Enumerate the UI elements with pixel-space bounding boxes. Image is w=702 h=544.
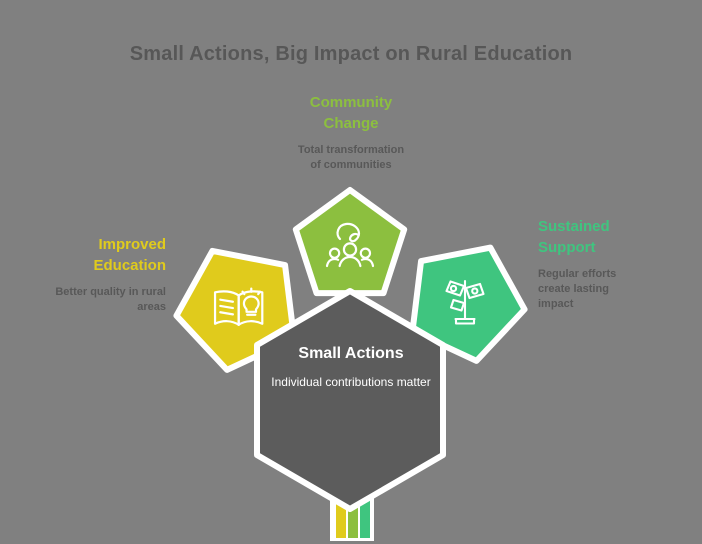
node-community-change[interactable] bbox=[292, 187, 408, 297]
label-improved-education-description: Better quality in rural areas bbox=[14, 285, 166, 315]
label-sustained-support-desc-line2: create lasting bbox=[538, 283, 609, 295]
label-community-change-heading: Community Change bbox=[261, 92, 441, 134]
page-title: Small Actions, Big Impact on Rural Educa… bbox=[129, 43, 573, 65]
label-community-change-description: Total transformation of communities bbox=[261, 143, 441, 173]
center-hexagon-text: Small Actions Individual contributions m… bbox=[266, 344, 436, 390]
community-group-icon bbox=[325, 222, 375, 268]
label-community-change-desc-line2: of communities bbox=[310, 159, 392, 171]
label-improved-education-desc-line1: Better quality in rural bbox=[55, 286, 166, 298]
label-improved-education-heading-line1: Improved bbox=[98, 236, 166, 253]
label-sustained-support: Sustained Support Regular efforts create… bbox=[538, 216, 688, 312]
label-community-change-desc-line1: Total transformation bbox=[297, 144, 405, 156]
label-community-change: Community Change Total transformation of… bbox=[261, 92, 441, 173]
center-hexagon-subtitle: Individual contributions matter bbox=[271, 375, 431, 389]
label-improved-education: Improved Education Better quality in rur… bbox=[14, 234, 166, 315]
label-community-change-heading-line1: Community bbox=[309, 94, 393, 111]
label-sustained-support-heading-line1: Sustained bbox=[538, 218, 610, 235]
label-sustained-support-description: Regular efforts create lasting impact bbox=[538, 267, 688, 312]
label-improved-education-heading: Improved Education bbox=[14, 234, 166, 276]
label-sustained-support-desc-line3: impact bbox=[538, 298, 574, 310]
pentagon-shape-community bbox=[292, 187, 408, 297]
center-hexagon-title: Small Actions bbox=[298, 345, 404, 362]
label-sustained-support-desc-line1: Regular efforts bbox=[538, 268, 617, 280]
book-lightbulb-icon bbox=[213, 287, 264, 326]
label-improved-education-desc-line2: areas bbox=[137, 301, 166, 313]
hexagon-shape bbox=[254, 288, 446, 512]
center-hexagon[interactable] bbox=[254, 288, 446, 512]
label-sustained-support-heading: Sustained Support bbox=[538, 216, 688, 258]
label-sustained-support-heading-line2: Support bbox=[538, 239, 596, 256]
money-plant-icon bbox=[445, 279, 485, 325]
label-community-change-heading-line2: Change bbox=[323, 115, 379, 132]
label-improved-education-heading-line2: Education bbox=[93, 257, 166, 274]
